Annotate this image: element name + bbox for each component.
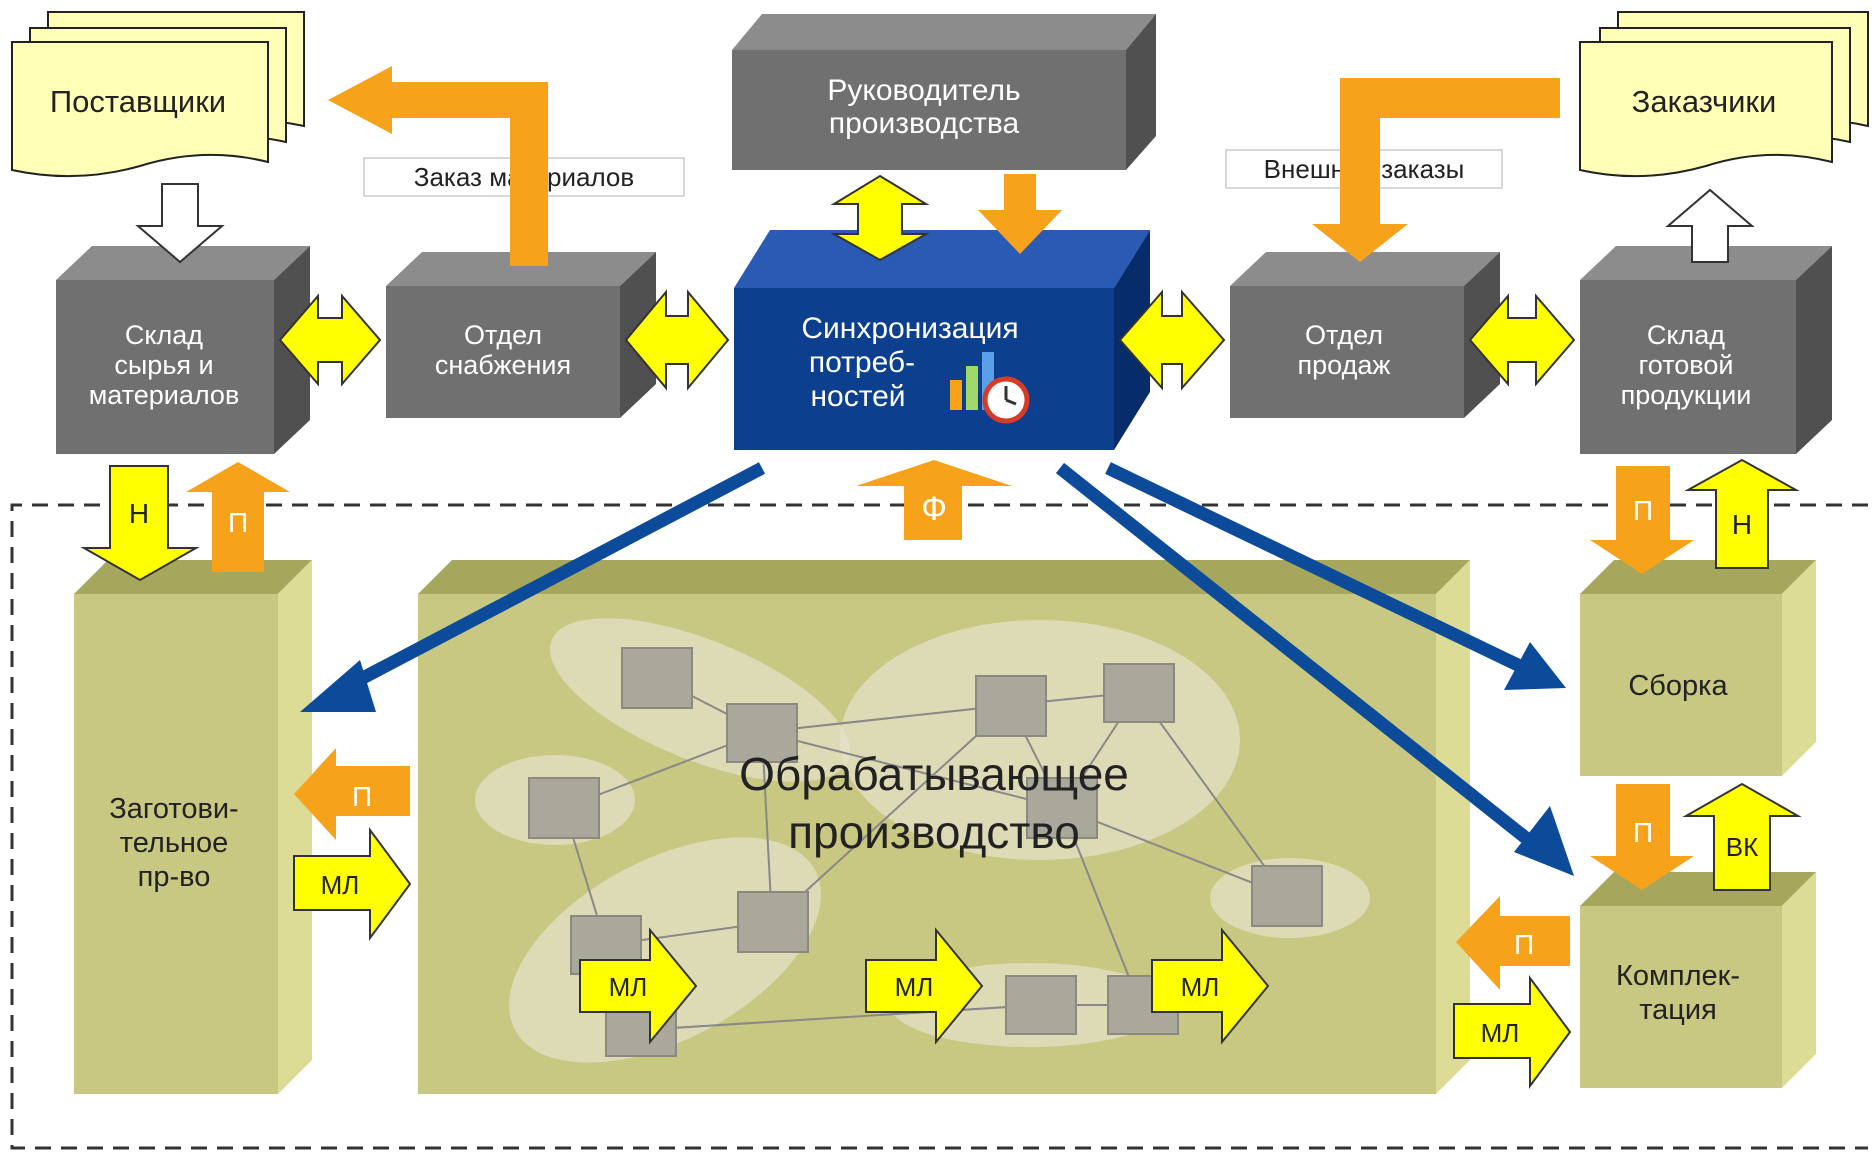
ml-arrow-inner-1-label: МЛ [609, 972, 648, 1002]
kitting-line1: Комплек- [1616, 960, 1740, 992]
arrow-to-kitting [1514, 806, 1574, 876]
raw-warehouse-line3: материалов [89, 380, 240, 410]
product-arrow-up-left-label: П [228, 507, 248, 538]
supply-dept-line1: Отдел [464, 320, 542, 350]
process-node [737, 891, 809, 953]
sync-sales-double-arrow [1118, 289, 1226, 391]
raw-materials-warehouse-box: Склад сырья и материалов [56, 246, 310, 454]
finished-goods-warehouse-box: Склад готовой продукции [1580, 246, 1832, 454]
process-node [1103, 663, 1175, 723]
raw-warehouse-line2: сырья и [114, 350, 213, 380]
sales-dept-line2: продаж [1298, 350, 1391, 380]
warehouse-to-customers-arrow [1665, 188, 1755, 263]
product-arrow-down-assembly-label: П [1633, 817, 1653, 848]
finished-warehouse-line1: Склад [1647, 320, 1725, 350]
customers-document: Заказчики [1579, 11, 1869, 178]
processing-line1: Обрабатывающее [739, 748, 1129, 800]
ml-arrow-inner-2 [865, 927, 984, 1045]
ml-arrow-inner-2-label: МЛ [895, 972, 934, 1002]
sync-distribution-arrows [300, 462, 1574, 876]
process-node [1005, 975, 1077, 1035]
sync-line2: потреб- [809, 346, 915, 379]
analytics-clock-icon [950, 352, 1030, 424]
ml-arrow-into-kitting [1453, 974, 1572, 1090]
suppliers-label: Поставщики [50, 84, 226, 119]
warehouse-supply-double-arrow [278, 293, 382, 387]
sales-dept-line1: Отдел [1305, 320, 1383, 350]
suppliers-document: Поставщики [11, 11, 305, 178]
sync-line1: Синхронизация [801, 312, 1018, 345]
kitting-box: Комплек- тация [1580, 872, 1816, 1088]
ml-arrow-inner-3-label: МЛ [1181, 972, 1220, 1002]
norm-arrow-up-right-label: Н [1732, 509, 1752, 540]
fact-arrow-label: Ф [921, 490, 947, 528]
process-node [1026, 777, 1098, 839]
ml-arrow-left-panel [293, 826, 412, 942]
sync-line3: ностей [810, 380, 905, 413]
arrow-to-assembly [1504, 642, 1566, 690]
product-arrow-left [294, 748, 410, 840]
needs-synchronization-box: Синхронизация потреб- ностей [734, 230, 1150, 450]
production-manager-label-line1: Руководитель [827, 74, 1020, 107]
ml-arrow-left-panel-label: МЛ [321, 870, 360, 900]
process-node [528, 777, 600, 839]
ml-arrow-inner-3 [1151, 927, 1270, 1045]
supply-dept-line2: снабжения [435, 350, 571, 380]
manager-sync-double-arrow [830, 174, 930, 262]
fact-arrow [856, 460, 1012, 540]
supply-sync-double-arrow [624, 289, 730, 391]
norm-arrow-down-left-label: Н [129, 498, 149, 529]
external-orders-arrow [1312, 78, 1560, 262]
material-order-arrow [328, 66, 548, 266]
ml-arrow-into-kitting-label: МЛ [1481, 1018, 1520, 1048]
finished-warehouse-line2: готовой [1639, 350, 1734, 380]
suppliers-to-warehouse-arrow [135, 183, 225, 264]
processing-line2: производство [788, 806, 1080, 858]
procurement-production-box: Заготови- тельное пр-во [74, 560, 312, 1094]
vk-arrow-up-label: ВК [1726, 832, 1759, 862]
assembly-label: Сборка [1628, 670, 1728, 702]
product-arrow-left-kitting [1456, 896, 1570, 990]
production-manager-box: Руководитель производства [732, 14, 1156, 170]
product-arrow-down-assembly [1590, 784, 1694, 890]
process-node [726, 703, 798, 763]
finished-warehouse-line3: продукции [1621, 380, 1752, 410]
procurement-line2: тельное [120, 827, 228, 859]
arrow-to-procurement [300, 660, 376, 712]
sales-warehouse-double-arrow [1468, 293, 1576, 387]
product-arrow-left-kitting-label: П [1514, 929, 1534, 960]
ml-arrow-inner-1 [579, 927, 698, 1045]
process-node [621, 647, 693, 709]
procurement-line1: Заготови- [109, 793, 238, 825]
assembly-box: Сборка [1580, 560, 1816, 776]
raw-warehouse-line1: Склад [125, 320, 203, 350]
product-arrow-left-label: П [352, 781, 372, 812]
product-arrow-down-right [1590, 466, 1694, 574]
product-arrow-up-left [186, 462, 290, 572]
norm-arrow-up-right [1684, 458, 1800, 569]
customers-label: Заказчики [1632, 84, 1777, 119]
process-node [975, 675, 1047, 737]
sales-department-box: Отдел продаж [1230, 252, 1500, 418]
product-arrow-down-right-label: П [1633, 495, 1653, 526]
procurement-line3: пр-во [138, 861, 211, 893]
norm-arrow-down-left [80, 465, 200, 582]
kitting-line2: тация [1639, 994, 1717, 1026]
supply-department-box: Отдел снабжения [386, 252, 656, 418]
production-manager-label-line2: производства [829, 107, 1020, 140]
manager-to-sync-arrow [978, 174, 1062, 254]
process-node [1251, 865, 1323, 927]
vk-arrow-up [1682, 782, 1802, 891]
